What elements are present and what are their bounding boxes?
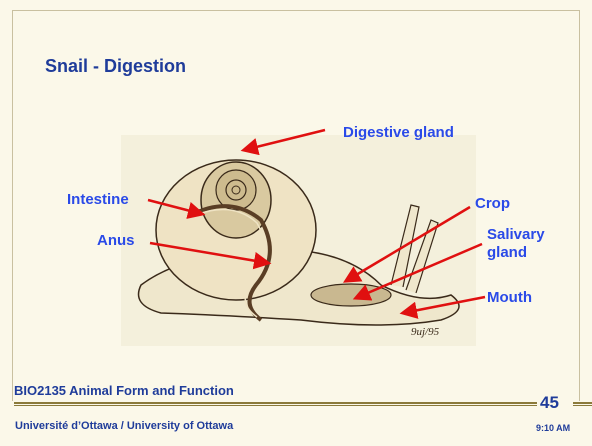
page-number: 45 xyxy=(540,393,559,413)
course-title: BIO2135 Animal Form and Function xyxy=(14,383,234,398)
arrow-digestive-gland xyxy=(244,130,325,150)
timestamp: 9:10 AM xyxy=(536,423,570,433)
footer-rule-left xyxy=(14,402,537,404)
arrow-anus xyxy=(150,243,268,263)
footer-rule-left-thin xyxy=(14,405,537,406)
footer-rule-right xyxy=(573,402,592,404)
footer-rule-right-thin xyxy=(573,405,592,406)
university-name: Université d’Ottawa / University of Otta… xyxy=(15,420,233,432)
arrow-crop xyxy=(346,207,470,281)
arrow-mouth xyxy=(403,297,485,313)
arrow-salivary-gland xyxy=(356,244,482,298)
arrow-intestine xyxy=(148,200,202,214)
